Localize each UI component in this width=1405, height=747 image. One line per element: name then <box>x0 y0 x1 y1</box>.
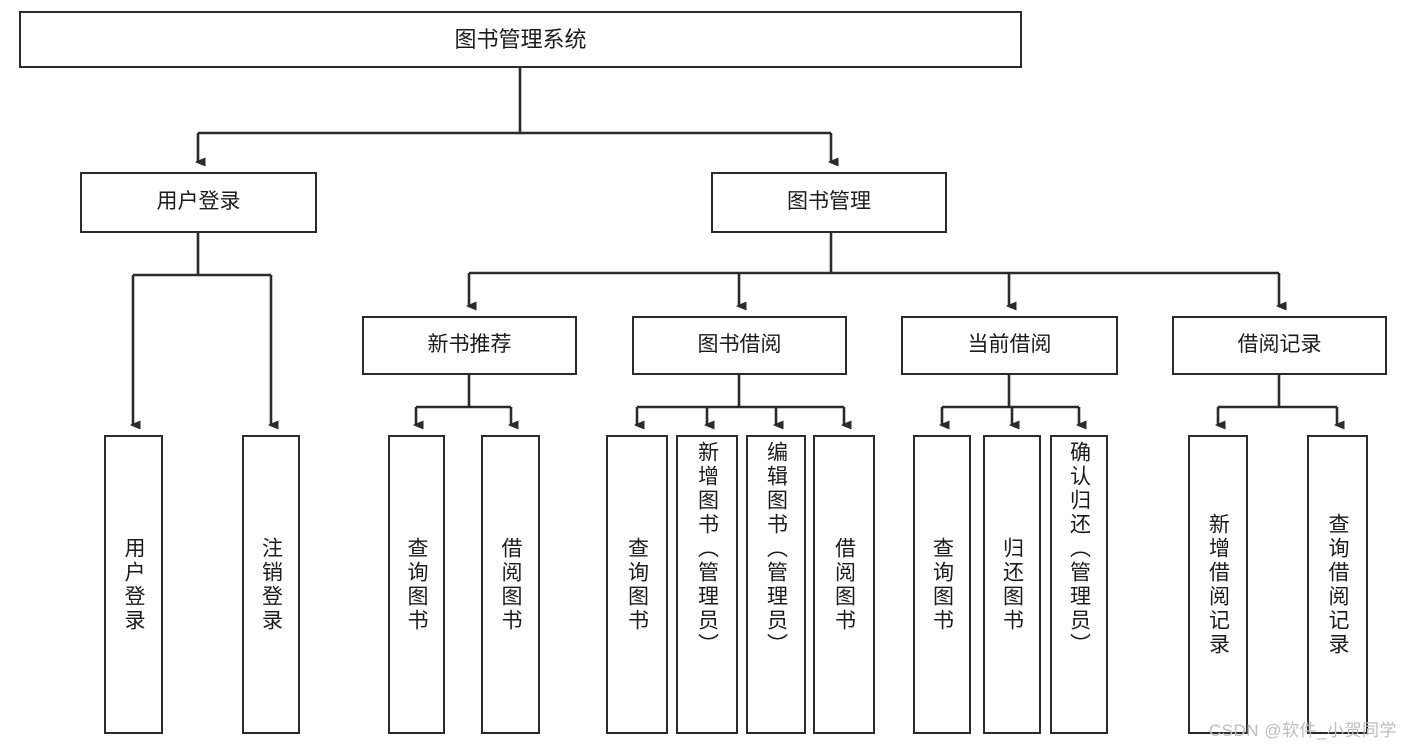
node-borrow-record[interactable]: 借阅记录 <box>1172 316 1387 375</box>
leaf-current-borrow-confirm-return[interactable]: 确认归还（管理员） <box>1050 435 1108 734</box>
leaf-book-borrow-query[interactable]: 查询图书 <box>606 435 668 734</box>
node-user-login[interactable]: 用户登录 <box>80 172 317 233</box>
leaf-user-login-login[interactable]: 用户登录 <box>104 435 163 734</box>
leaf-book-borrow-edit[interactable]: 编辑图书（管理员） <box>746 435 806 734</box>
node-new-book-recommend[interactable]: 新书推荐 <box>362 316 577 375</box>
leaf-book-borrow-add[interactable]: 新增图书（管理员） <box>676 435 738 734</box>
node-label: 查询图书 <box>625 536 649 633</box>
leaf-new-book-query[interactable]: 查询图书 <box>388 435 445 734</box>
node-label: 用户登录 <box>122 536 145 633</box>
node-label: 当前借阅 <box>967 333 1052 357</box>
node-label: 注销登录 <box>259 536 283 633</box>
node-label: 归还图书 <box>1000 536 1024 633</box>
leaf-borrow-record-add[interactable]: 新增借阅记录 <box>1188 435 1248 734</box>
node-label: 编辑图书（管理员） <box>764 441 788 657</box>
csdn-watermark: CSDN @软件_小贺同学 <box>1208 721 1397 740</box>
node-root-system[interactable]: 图书管理系统 <box>19 11 1022 68</box>
node-label: 图书管理系统 <box>454 26 587 52</box>
node-label: 借阅记录 <box>1237 333 1322 357</box>
node-label: 借阅图书 <box>832 536 856 633</box>
leaf-current-borrow-return[interactable]: 归还图书 <box>983 435 1041 734</box>
node-label: 图书管理 <box>787 190 871 214</box>
node-label: 查询图书 <box>405 536 428 633</box>
leaf-user-login-logout[interactable]: 注销登录 <box>242 435 300 734</box>
node-label: 新书推荐 <box>427 333 512 357</box>
node-label: 图书借阅 <box>697 333 782 357</box>
node-label: 查询借阅记录 <box>1326 512 1349 657</box>
node-label: 借阅图书 <box>499 536 522 633</box>
leaf-borrow-record-query[interactable]: 查询借阅记录 <box>1307 435 1368 734</box>
node-book-borrow[interactable]: 图书借阅 <box>632 316 847 375</box>
node-label: 新增借阅记录 <box>1206 512 1230 657</box>
node-label: 新增图书（管理员） <box>695 441 719 657</box>
node-label: 用户登录 <box>156 190 241 214</box>
node-label: 查询图书 <box>930 536 954 633</box>
node-current-borrow[interactable]: 当前借阅 <box>901 316 1118 375</box>
leaf-book-borrow-borrow[interactable]: 借阅图书 <box>813 435 875 734</box>
node-label: 确认归还（管理员） <box>1067 441 1091 657</box>
leaf-new-book-borrow[interactable]: 借阅图书 <box>481 435 540 734</box>
node-book-management[interactable]: 图书管理 <box>711 172 947 233</box>
leaf-current-borrow-query[interactable]: 查询图书 <box>913 435 971 734</box>
